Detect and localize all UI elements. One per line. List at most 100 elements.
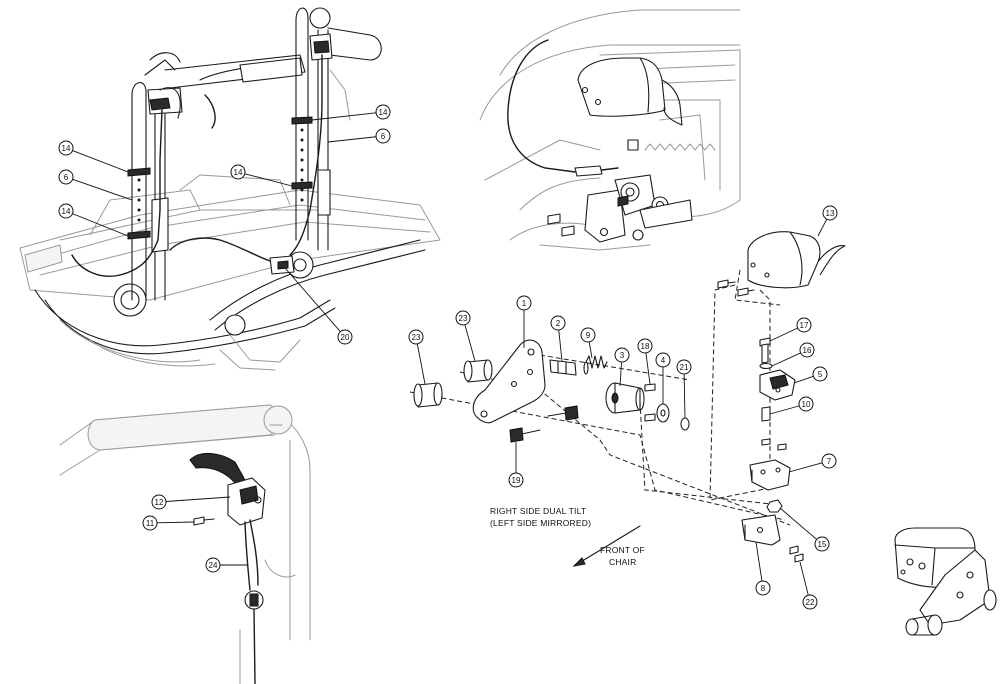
callout-15: 15 (779, 507, 830, 552)
leader-line (619, 361, 622, 387)
callout-19: 19 (508, 442, 524, 488)
callout-20: 20 (284, 267, 353, 345)
side-note-line2: (LEFT SIDE MIRRORED) (490, 518, 591, 528)
callout-12: 12 (151, 494, 231, 510)
callout-balloon (802, 594, 818, 610)
callout-balloon (151, 494, 167, 510)
frame-perforations (137, 118, 304, 222)
handle-detail-view (59, 404, 311, 684)
callout-balloon (58, 140, 74, 156)
callout-number: 2 (556, 319, 561, 328)
callout-number: 19 (512, 476, 521, 485)
callout-number: 1 (522, 299, 527, 308)
leader-line (165, 496, 231, 502)
callout-number: 20 (341, 333, 350, 342)
callout-8: 8 (755, 541, 771, 596)
callout-number: 7 (827, 457, 832, 466)
callout-balloon (408, 329, 424, 345)
callout-number: 21 (680, 363, 689, 372)
callout-10: 10 (769, 396, 814, 415)
leader-line (72, 150, 129, 173)
callout-3: 3 (614, 347, 630, 387)
callout-number: 4 (661, 356, 666, 365)
callout-balloon (822, 205, 838, 221)
leader-line (788, 462, 823, 473)
callout-11: 11 (142, 515, 195, 531)
leader-line (72, 178, 133, 201)
leader-line (72, 213, 129, 237)
callout-balloon (375, 128, 391, 144)
callout-balloon (142, 515, 158, 531)
assembled-module-view (894, 527, 997, 636)
callout-number: 14 (234, 168, 243, 177)
leader-line (558, 329, 563, 362)
chair-frame-view (19, 7, 441, 371)
leader-line (683, 373, 686, 419)
callout-9: 9 (580, 327, 596, 359)
leader-line (799, 561, 809, 596)
leader-line (645, 352, 651, 385)
callout-number: 6 (64, 173, 69, 182)
callout-number: 23 (412, 333, 421, 342)
leader-line (244, 173, 293, 187)
callout-6: 6 (58, 169, 133, 201)
callout-2: 2 (550, 315, 566, 362)
callout-14: 14 (230, 164, 293, 187)
callout-balloon (375, 104, 391, 120)
callout-number: 16 (803, 346, 812, 355)
callout-balloon (508, 472, 524, 488)
leader-line (464, 324, 476, 362)
callout-23: 23 (408, 329, 426, 385)
callout-number: 14 (379, 108, 388, 117)
callout-number: 6 (381, 132, 386, 141)
callout-balloon (337, 329, 353, 345)
callout-balloon (821, 453, 837, 469)
callout-balloon (814, 536, 830, 552)
leader-line (769, 327, 798, 342)
callout-balloon (614, 347, 630, 363)
callout-balloon (516, 295, 532, 311)
front-note-line1: FRONT OF (600, 545, 645, 555)
callout-balloon (796, 317, 812, 333)
callout-balloon (676, 359, 692, 375)
callout-18: 18 (637, 338, 653, 385)
leader-line (779, 507, 817, 540)
front-note-line2: CHAIR (609, 557, 636, 567)
callout-14: 14 (311, 104, 391, 121)
callout-13: 13 (817, 205, 838, 237)
callout-number: 9 (586, 331, 591, 340)
leader-line (311, 112, 377, 121)
callout-balloon (205, 557, 221, 573)
callout-balloon (230, 164, 246, 180)
callout-24: 24 (205, 557, 247, 573)
callout-4: 4 (655, 352, 671, 404)
callout-21: 21 (676, 359, 692, 419)
callout-number: 23 (459, 314, 468, 323)
leader-line (769, 405, 800, 415)
callout-balloon (550, 315, 566, 331)
callout-number: 3 (620, 351, 625, 360)
callout-balloon (58, 169, 74, 185)
callout-7: 7 (788, 453, 837, 473)
callout-number: 11 (146, 519, 155, 528)
callout-balloon (580, 327, 596, 343)
callout-balloon (812, 366, 828, 382)
callout-balloons: 1461414614201312931842123231716510719158… (58, 104, 838, 610)
callout-6: 6 (327, 128, 391, 144)
leader-line (156, 521, 195, 524)
callout-22: 22 (799, 561, 818, 610)
callout-1: 1 (516, 295, 532, 348)
leader-line (771, 352, 801, 367)
leader-line (588, 341, 593, 359)
callout-number: 8 (761, 584, 766, 593)
leader-line (416, 343, 426, 385)
detail-inset-view (479, 9, 741, 251)
callout-number: 14 (62, 207, 71, 216)
callout-5: 5 (793, 366, 828, 384)
leader-line (817, 218, 828, 237)
callout-balloon (58, 203, 74, 219)
exploded-assembly-view (409, 231, 846, 567)
callout-balloon (455, 310, 471, 326)
callout-23: 23 (455, 310, 476, 362)
